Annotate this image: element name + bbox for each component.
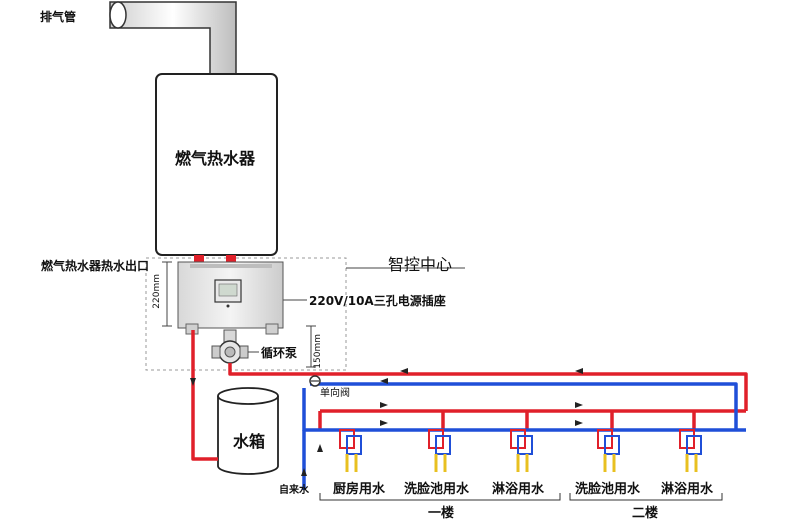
flow-arrows: [190, 368, 583, 476]
power-socket-label: 220V/10A三孔电源插座: [309, 294, 446, 308]
dim-220-line: [162, 261, 172, 327]
circulation-pump: [211, 329, 249, 364]
check-valve-label: 单向阀: [320, 388, 350, 399]
fixture-branches: [339, 429, 702, 472]
dim-150-line: [306, 325, 316, 368]
heater-outlets: [194, 255, 236, 265]
fixture-label-basin-1: 洗脸池用水: [404, 482, 470, 497]
floor-2-label: 二楼: [632, 506, 659, 521]
dim-150-label: 150mm: [313, 334, 323, 369]
tap-water-label: 自来水: [279, 485, 309, 496]
gas-heater-body: [155, 73, 278, 256]
water-tank-label: 水箱: [233, 432, 266, 451]
exhaust-pipe-label: 排气管: [40, 10, 77, 24]
control-center-label: 智控中心: [388, 255, 453, 274]
fixture-label-shower-2: 淋浴用水: [661, 482, 714, 497]
check-valve: [309, 375, 321, 387]
branch-kitchen: [339, 429, 362, 472]
control-unit: [177, 261, 284, 335]
branch-shower-2: [679, 429, 702, 472]
fixture-label-shower-1: 淋浴用水: [492, 482, 545, 497]
branch-basin-2: [597, 429, 620, 472]
heater-label: 燃气热水器: [175, 149, 256, 168]
circulation-pump-label: 循环泵: [261, 346, 298, 360]
floor-brackets: [319, 493, 723, 501]
floor-1-label: 一楼: [428, 506, 455, 521]
branch-basin-1: [428, 429, 451, 472]
fixture-label-kitchen: 厨房用水: [333, 482, 386, 497]
hot-water-pipes: [191, 330, 748, 461]
hot-water-outlet-label: 燃气热水器热水出口: [41, 259, 150, 273]
dim-220-label: 220mm: [152, 274, 162, 309]
branch-shower-1: [510, 429, 533, 472]
exhaust-pipe: [109, 1, 237, 79]
fixture-label-basin-2: 洗脸池用水: [575, 482, 641, 497]
water-tank: [217, 387, 279, 475]
